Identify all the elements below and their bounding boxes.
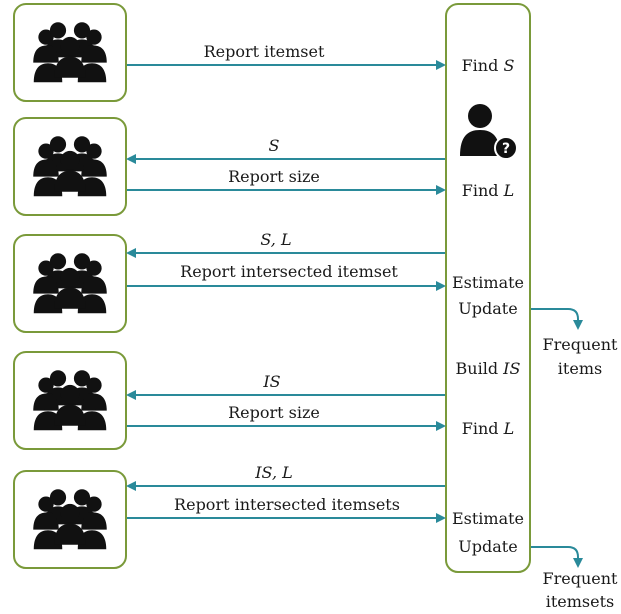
server-step: Find S [462,56,515,75]
server-step: Find L [462,419,514,438]
message-label: S [269,136,280,155]
output-label: items [558,359,602,378]
message-label: Report size [228,403,320,422]
user-group-5 [13,470,127,569]
unknown-user-icon: ? [460,104,518,160]
output-label: Frequent [543,569,619,588]
arrow-output-itemsets [531,546,583,568]
message-label: Report intersected itemset [180,262,398,281]
server-step: Estimate [452,273,524,292]
message-label: Report intersected itemsets [174,495,400,514]
server-step: Estimate [452,509,524,528]
message-label: IS, L [254,463,293,482]
svg-text:?: ? [502,141,510,157]
server-step: Update [458,537,517,556]
arrow-output-items [531,308,583,330]
user-group-4 [13,351,127,450]
output-label: itemsets [546,592,615,611]
message-label: S, L [260,230,291,249]
server-step: Update [458,299,517,318]
message-label: IS [262,372,280,391]
server-step: Build IS [456,359,521,378]
server-step: Find L [462,181,514,200]
output-label: Frequent [543,335,619,354]
user-group-2 [13,117,127,216]
message-label: Report itemset [204,42,325,61]
message-label: Report size [228,167,320,186]
user-group-1 [13,3,127,102]
user-group-3 [13,234,127,333]
